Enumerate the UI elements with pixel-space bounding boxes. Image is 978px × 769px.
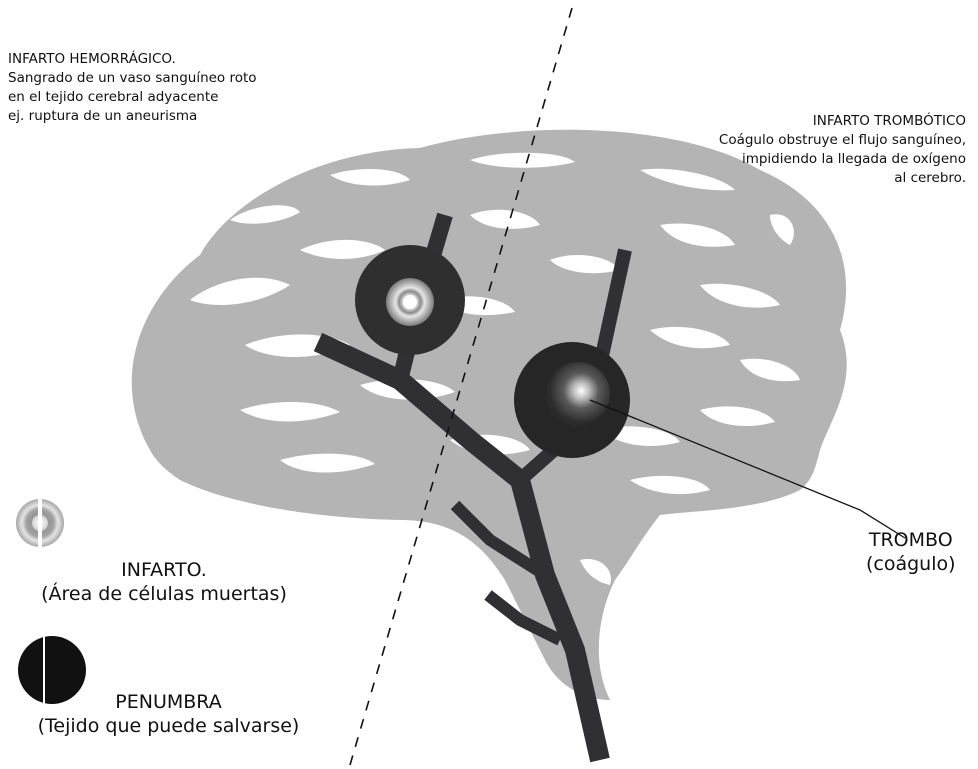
legend-infarct-text: INFARTO. (Área de células muertas): [14, 558, 314, 606]
hemorrhagic-title: INFARTO HEMORRÁGICO.: [8, 50, 257, 69]
legend-infarct-symbol: [16, 497, 64, 549]
legend-infarct-desc: (Área de células muertas): [14, 582, 314, 606]
thrombotic-title: INFARTO TROMBÓTICO: [719, 112, 966, 131]
legend-infarct-label: INFARTO.: [14, 558, 314, 582]
thrombotic-line-1: Coágulo obstruye el flujo sanguíneo,: [719, 131, 966, 150]
brain-silhouette: [132, 130, 847, 700]
hemorrhagic-text-block: INFARTO HEMORRÁGICO. Sangrado de un vaso…: [8, 50, 257, 126]
legend-penumbra-desc: (Tejido que puede salvarse): [16, 714, 321, 738]
hemorrhagic-infarct-site: [355, 245, 465, 355]
hemorrhagic-line-1: Sangrado de un vaso sanguíneo roto: [8, 69, 257, 88]
thrombus-label-block: TROMBO (coágulo): [866, 528, 956, 576]
legend-penumbra-label: PENUMBRA: [16, 690, 321, 714]
hemorrhagic-line-3: ej. ruptura de un aneurisma: [8, 107, 257, 126]
thrombotic-infarct-site: [514, 342, 630, 458]
hemorrhagic-line-2: en el tejido cerebral adyacente: [8, 88, 257, 107]
thrombus-sublabel: (coágulo): [866, 552, 956, 576]
thrombotic-line-2: impidiendo la llegada de oxígeno: [719, 150, 966, 169]
thrombus-label: TROMBO: [866, 528, 956, 552]
thrombotic-line-3: al cerebro.: [719, 169, 966, 188]
thrombotic-text-block: INFARTO TROMBÓTICO Coágulo obstruye el f…: [719, 112, 966, 188]
legend-penumbra-text: PENUMBRA (Tejido que puede salvarse): [16, 690, 321, 738]
